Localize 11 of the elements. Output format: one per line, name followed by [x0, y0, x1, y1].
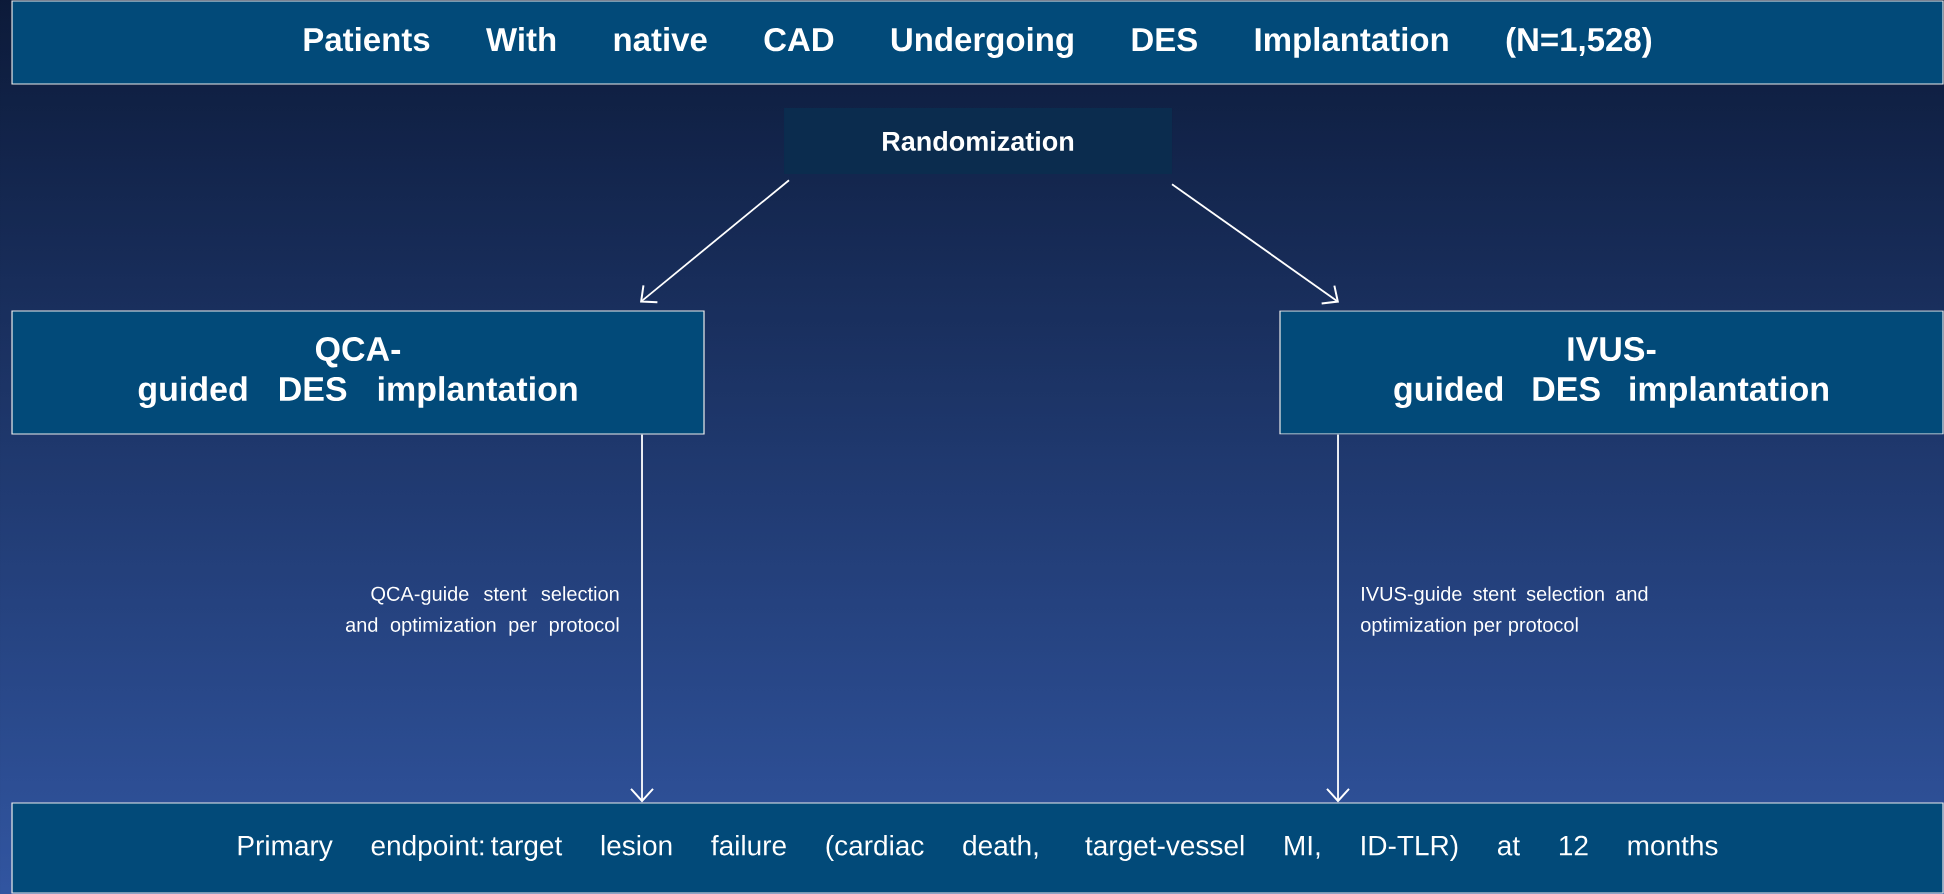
edge-label: IVUS-guide stent selection and optimization per protocol — [1361, 586, 1648, 636]
arrow — [1326, 433, 1350, 803]
arm-box: QCA-guided DES implantation — [11, 310, 705, 435]
title-box: Patients With native CAD Undergoing DES Implantation (N=1,528) — [11, 0, 1944, 85]
arrow — [630, 433, 654, 803]
arrow — [1171, 183, 1339, 305]
edge-label: QCA-guide stent selection and optimization per protocol — [345, 586, 619, 636]
arrow — [640, 179, 790, 304]
endpoint-box: Primary endpoint: target lesion failure (cardiac death, target-vessel MI, ID-TLR) at 12 months — [11, 802, 1944, 894]
arm-box: IVUS-guided DES implantation — [1279, 310, 1944, 435]
randomization-box: Randomization — [784, 108, 1172, 174]
